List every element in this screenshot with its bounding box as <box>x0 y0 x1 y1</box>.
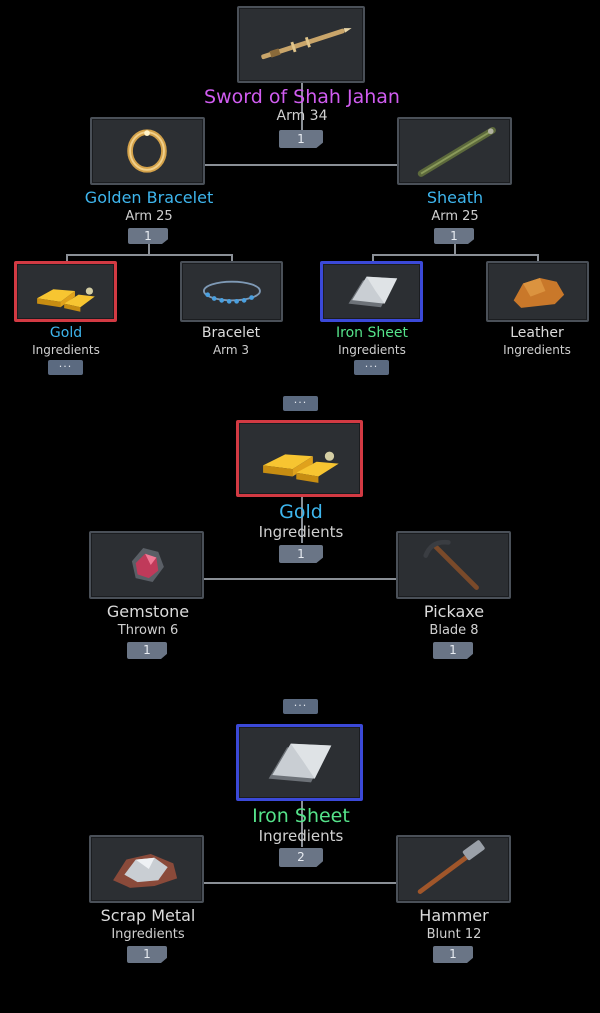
item-slot-iron-sheet[interactable] <box>320 261 423 322</box>
item-stat: Thrown 6 <box>117 623 179 638</box>
connector <box>537 254 539 262</box>
connector <box>454 244 456 256</box>
item-stat: Arm 25 <box>125 209 173 224</box>
item-slot-leather[interactable] <box>486 261 589 322</box>
item-stat: Ingredients <box>258 523 344 541</box>
more-button[interactable]: ··· <box>283 699 318 714</box>
hammer-icon <box>417 840 485 894</box>
bracelet-icon <box>203 280 261 304</box>
connector <box>66 254 68 262</box>
connector <box>204 578 397 580</box>
item-slot-iron-sheet[interactable] <box>236 724 363 801</box>
item-slot-gold[interactable] <box>14 261 117 322</box>
sword-icon <box>261 28 352 60</box>
leather-icon <box>513 277 565 308</box>
more-button[interactable]: ··· <box>354 360 389 375</box>
item-slot-hammer[interactable] <box>396 835 511 903</box>
quantity-badge: 1 <box>433 642 473 659</box>
item-slot-sword[interactable] <box>237 6 365 83</box>
quantity-badge: 1 <box>127 946 167 963</box>
item-name: Scrap Metal <box>100 906 196 925</box>
item-stat: Arm 34 <box>276 108 328 124</box>
more-button[interactable]: ··· <box>283 396 318 411</box>
item-stat: Ingredients <box>338 343 406 357</box>
item-name: Iron Sheet <box>252 805 350 827</box>
quantity-badge: 1 <box>433 946 473 963</box>
connector <box>204 882 397 884</box>
connector <box>301 497 303 543</box>
connector <box>301 800 303 847</box>
gold-bar-icon <box>263 451 339 483</box>
item-name: Leather <box>510 325 564 341</box>
item-slot-sheath[interactable] <box>397 117 512 185</box>
item-stat: Arm 25 <box>431 209 479 224</box>
item-name: Sword of Shah Jahan <box>204 86 400 108</box>
item-name: Sheath <box>426 188 484 207</box>
item-slot-golden-bracelet[interactable] <box>90 117 205 185</box>
quantity-badge: 1 <box>128 228 168 244</box>
quantity-badge: 1 <box>279 130 323 148</box>
item-stat: Blunt 12 <box>426 927 482 942</box>
scrap-metal-icon <box>113 853 178 888</box>
quantity-badge: 1 <box>434 228 474 244</box>
sheath-icon <box>417 126 496 177</box>
connector <box>372 254 374 262</box>
quantity-badge: 1 <box>279 545 323 563</box>
item-name: Gold <box>49 325 83 341</box>
item-slot-gold[interactable] <box>236 420 363 497</box>
item-name: Iron Sheet <box>336 325 408 341</box>
connector <box>301 82 303 130</box>
item-name: Gold <box>279 501 323 523</box>
iron-sheet-icon <box>348 276 398 308</box>
pickaxe-icon <box>423 539 479 590</box>
connector <box>66 254 233 256</box>
item-slot-pickaxe[interactable] <box>396 531 511 599</box>
item-name: Gemstone <box>106 602 190 621</box>
connector <box>231 254 233 262</box>
connector <box>372 254 539 256</box>
item-stat: Ingredients <box>503 343 571 357</box>
connector <box>205 164 397 166</box>
item-slot-scrap-metal[interactable] <box>89 835 204 903</box>
item-stat: Ingredients <box>111 927 185 942</box>
golden-bracelet-icon <box>127 129 167 173</box>
item-slot-gemstone[interactable] <box>89 531 204 599</box>
item-name: Pickaxe <box>423 602 485 621</box>
iron-sheet-icon <box>268 743 332 783</box>
more-button[interactable]: ··· <box>48 360 83 375</box>
item-name: Bracelet <box>201 325 261 341</box>
item-stat: Arm 3 <box>212 343 250 357</box>
quantity-badge: 1 <box>127 642 167 659</box>
item-stat: Ingredients <box>32 343 100 357</box>
item-name: Hammer <box>419 906 489 925</box>
quantity-badge: 2 <box>279 848 323 867</box>
item-stat: Blade 8 <box>429 623 479 638</box>
item-slot-bracelet[interactable] <box>180 261 283 322</box>
item-name: Golden Bracelet <box>84 188 214 207</box>
connector <box>148 244 150 256</box>
gold-bar-icon <box>37 287 95 312</box>
gemstone-icon <box>131 548 164 582</box>
item-stat: Ingredients <box>258 827 344 845</box>
